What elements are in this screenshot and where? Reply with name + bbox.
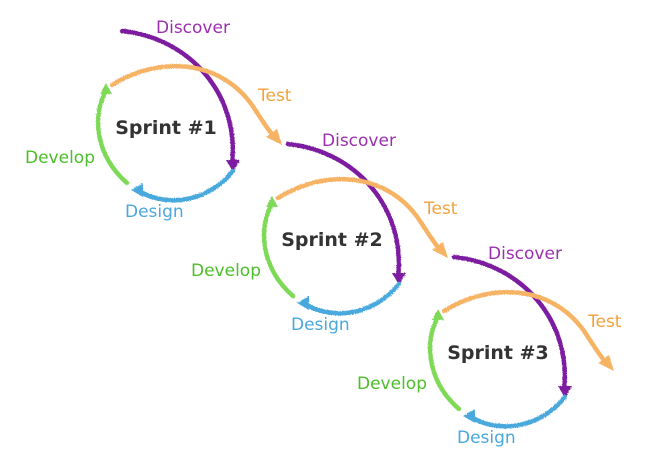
sprint-3-discover-arc (451, 254, 568, 394)
sprint-2-develop-arrowhead (266, 196, 278, 207)
sprint-3-test-label: Test (587, 312, 622, 332)
sprint-1-design-arrowhead (131, 183, 143, 197)
sprint-1-test-label: Test (257, 86, 292, 106)
sprint-2-design-label: Design (291, 315, 350, 335)
sprint-2-develop-arc (261, 201, 296, 299)
sprint-2-title: Sprint #2 (281, 229, 383, 251)
sprint-3 (427, 254, 614, 429)
sprint-1-develop-arrowhead (100, 83, 112, 94)
sprint-3-discover-label: Discover (488, 244, 562, 264)
sprint-1-develop-label: Develop (25, 148, 95, 168)
sprint-3-develop-label: Develop (357, 374, 427, 394)
sprint-3-design-arc (467, 394, 568, 429)
sprint-2-design-arc (301, 281, 402, 316)
sprint-3-test-arc (441, 289, 610, 367)
sprint-1-discover-arc (119, 28, 236, 168)
sprint-1-test-arrowhead (266, 129, 282, 145)
sprint-3-design-arrowhead (463, 409, 475, 423)
sprint-1-develop-arc (95, 88, 130, 186)
sprint-2 (261, 141, 448, 316)
sprint-2-develop-label: Develop (191, 261, 261, 281)
sprint-2-test-arc (275, 176, 444, 254)
sprint-1-test-arc (109, 63, 278, 141)
sprint-1-title: Sprint #1 (115, 117, 217, 139)
sprint-2-discover-arc (285, 141, 402, 281)
sprint-3-title: Sprint #3 (447, 342, 549, 364)
sprint-2-discover-label: Discover (322, 131, 396, 151)
sprint-2-test-label: Test (423, 199, 458, 219)
sprint-1-discover-label: Discover (156, 18, 230, 38)
sprint-1-design-label: Design (125, 202, 184, 222)
sprint-3-discover-arrowhead (558, 386, 572, 398)
sprint-3-design-label: Design (457, 428, 516, 448)
sprint-1-design-arc (135, 168, 236, 203)
sprint-2-discover-arrowhead (392, 273, 406, 285)
sprint-3-develop-arrowhead (432, 309, 444, 320)
sprint-2-test-arrowhead (432, 242, 448, 258)
sprint-1-discover-arrowhead (226, 160, 240, 172)
sprint-1 (95, 28, 282, 203)
sprint-2-design-arrowhead (297, 296, 309, 310)
sprint-3-test-arrowhead (598, 355, 614, 371)
sprint-3-develop-arc (427, 314, 462, 412)
